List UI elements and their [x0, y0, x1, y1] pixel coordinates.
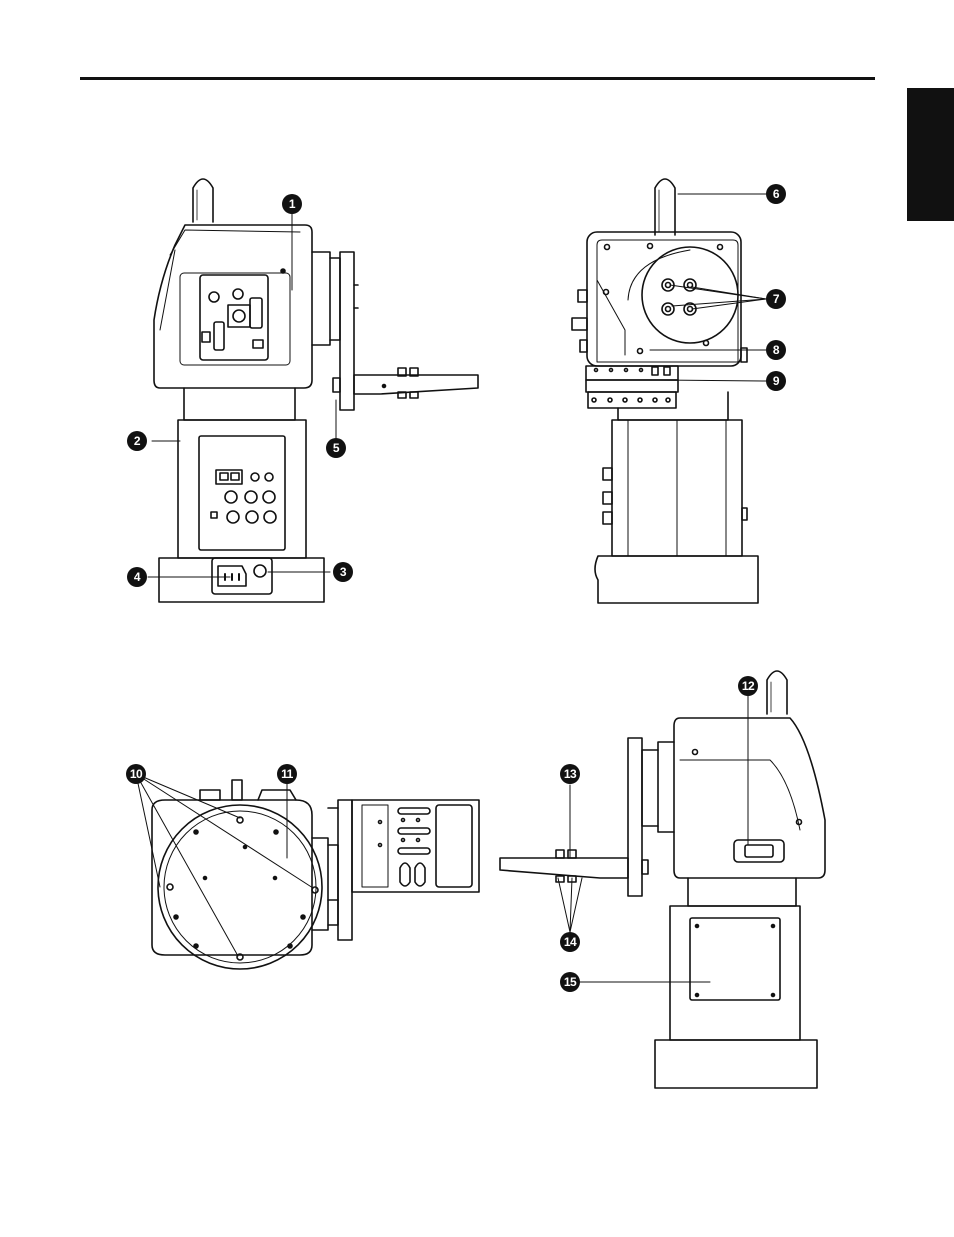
callout-8: 8: [766, 340, 786, 360]
callout-12: 12: [738, 676, 758, 696]
callout-14: 14: [560, 932, 580, 952]
callout-7: 7: [766, 289, 786, 309]
callout-3: 3: [333, 562, 353, 582]
callout-13: 13: [560, 764, 580, 784]
callout-9: 9: [766, 371, 786, 391]
callout-5: 5: [326, 438, 346, 458]
callout-10: 10: [126, 764, 146, 784]
view-right-side: [500, 671, 825, 1088]
callout-15: 15: [560, 972, 580, 992]
callout-6: 6: [766, 184, 786, 204]
view-left-side: [148, 179, 478, 602]
callout-4: 4: [127, 567, 147, 587]
callout-2: 2: [127, 431, 147, 451]
callout-1: 1: [282, 194, 302, 214]
view-front: [572, 179, 766, 603]
callout-11: 11: [277, 764, 297, 784]
view-bottom: [136, 774, 479, 969]
